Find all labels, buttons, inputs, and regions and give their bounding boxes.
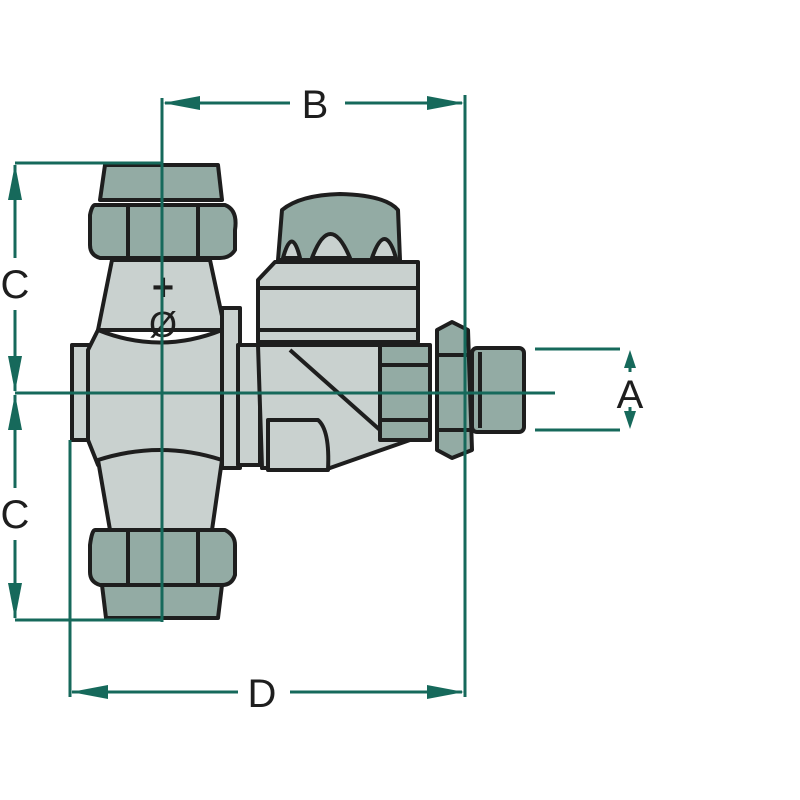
lock-nut xyxy=(435,320,474,460)
dimension-label-a: A xyxy=(617,373,644,417)
dimension-lines: B D C C A xyxy=(1,83,644,716)
outlet-thread xyxy=(470,346,526,434)
dimension-label-b: B xyxy=(302,83,329,127)
bonnet-cap xyxy=(276,192,402,262)
central-body xyxy=(86,328,224,467)
dimension-label-c-bottom: C xyxy=(1,493,30,537)
dimension-label-c-top: C xyxy=(1,263,30,307)
dimension-label-d: D xyxy=(248,672,277,716)
valve-body: + Ø xyxy=(70,163,526,620)
